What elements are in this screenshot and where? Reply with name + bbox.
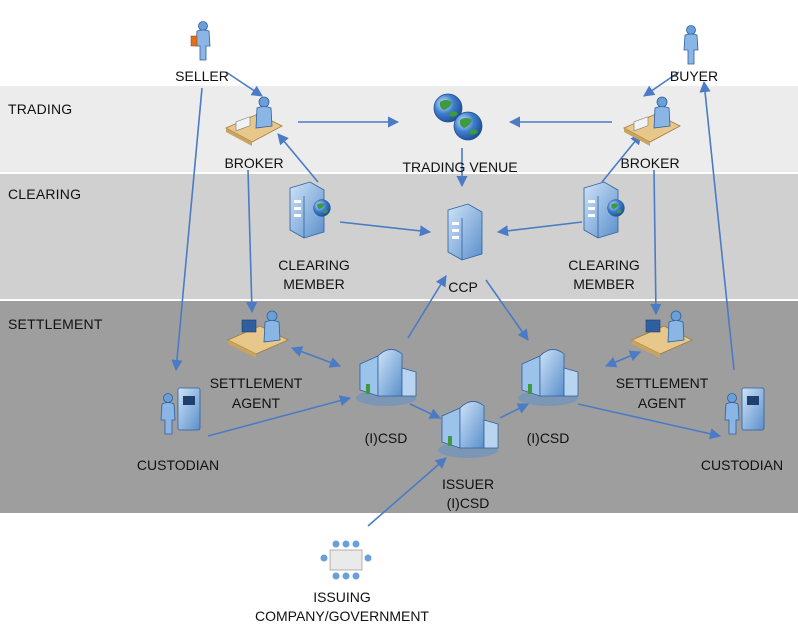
server-globe-icon — [583, 181, 625, 239]
ccp-label: CCP — [448, 279, 478, 295]
settlement-agent-right-label-1: SETTLEMENT — [616, 375, 709, 391]
workstation-icon — [631, 310, 693, 359]
seller-label: SELLER — [175, 68, 229, 84]
custodian-right-label: CUSTODIAN — [701, 457, 783, 473]
workstation-icon — [227, 310, 289, 359]
issuing-company-label-1: ISSUING — [313, 589, 371, 605]
clearing-member-right-label-2: MEMBER — [573, 276, 634, 292]
settlement-agent-right-label-2: AGENT — [638, 395, 687, 411]
trading-venue-label: TRADING VENUE — [402, 159, 517, 175]
atm-icon — [724, 387, 765, 435]
arrow-agent-csd-right — [604, 350, 642, 368]
arrow-clearing-ccp-right — [496, 221, 583, 237]
arrow-broker-settlement-left — [246, 169, 258, 314]
building-icon — [355, 348, 417, 407]
issuing-company-label-2: COMPANY/GOVERNMENT — [255, 608, 429, 624]
building-icon — [517, 348, 579, 407]
issuer-csd-label-2: (I)CSD — [447, 495, 490, 511]
clearing-member-left-label-2: MEMBER — [283, 276, 344, 292]
settlement-band-label: SETTLEMENT — [8, 316, 103, 332]
arrow-csd-ccp — [407, 275, 447, 339]
broker-desk-icon — [623, 96, 681, 147]
custodian-left-label: CUSTODIAN — [137, 457, 219, 473]
person-icon — [190, 21, 211, 61]
arrow-seller-custodian — [171, 87, 203, 372]
arrow-csd-custodian — [577, 403, 722, 440]
server-globe-icon — [289, 181, 331, 239]
broker-right-label: BROKER — [620, 155, 679, 171]
arrow-company-issuer — [367, 457, 447, 527]
atm-icon — [160, 387, 201, 435]
buyer-label: BUYER — [670, 68, 718, 84]
clearing-member-right-label-1: CLEARING — [568, 257, 640, 273]
arrow-buyer-broker — [643, 71, 680, 97]
arrow-broker-settlement-right — [650, 169, 662, 316]
person-icon — [683, 25, 699, 65]
arrow-clearing-broker-left — [277, 133, 319, 183]
broker-desk-icon — [225, 96, 283, 147]
arrow-ccp-csd — [485, 279, 529, 341]
clearing-band-label: CLEARING — [8, 186, 82, 202]
arrow-custodian-buyer — [699, 80, 735, 371]
csd-left-label: (I)CSD — [365, 430, 408, 446]
arrow-clearing-broker-right — [601, 133, 642, 183]
trading-band-label: TRADING — [8, 101, 73, 117]
clearing-member-left-label-1: CLEARING — [278, 257, 350, 273]
building-icon — [437, 400, 499, 459]
arrow-seller-broker — [225, 71, 263, 97]
flow-arrows — [171, 71, 735, 527]
arrow-issuer-csd — [499, 403, 530, 419]
arrow-custodian-csd — [207, 395, 352, 437]
clearing-band — [0, 174, 798, 299]
arrow-agent-csd-left — [290, 346, 342, 368]
globe-icon — [433, 93, 483, 141]
arrow-csd-issuer — [409, 403, 442, 419]
settlement-agent-left-label-2: AGENT — [232, 395, 281, 411]
settlement-agent-left-label-1: SETTLEMENT — [210, 375, 303, 391]
csd-right-label: (I)CSD — [527, 430, 570, 446]
server-icon — [447, 203, 483, 261]
arrow-clearing-ccp-left — [339, 221, 432, 237]
meeting-icon — [320, 540, 372, 580]
issuer-csd-label-1: ISSUER — [442, 476, 494, 492]
broker-left-label: BROKER — [224, 155, 283, 171]
